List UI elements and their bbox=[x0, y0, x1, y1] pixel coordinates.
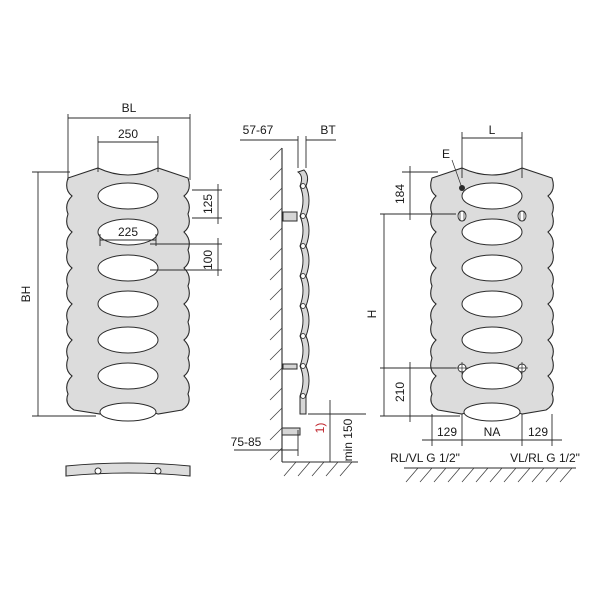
front-view: BL 250 125 225 100 BH bbox=[19, 101, 222, 477]
label-184: 184 bbox=[393, 184, 407, 204]
front-slot bbox=[97, 182, 159, 210]
lower-connection-markers bbox=[456, 362, 528, 374]
label-bt: BT bbox=[320, 123, 336, 137]
side-view: 57-67 BT 75-85 min 150 1) bbox=[231, 123, 366, 477]
side-slot-markers bbox=[300, 183, 306, 399]
label-min150: min 150 bbox=[341, 418, 355, 461]
connection-pipe bbox=[281, 427, 301, 436]
side-radiator-profile bbox=[296, 169, 310, 415]
front-slot bbox=[97, 254, 159, 282]
label-na: NA bbox=[484, 425, 501, 439]
label-left-connection: RL/VL G 1/2" bbox=[390, 451, 460, 465]
connection-view: E L 184 H bbox=[365, 123, 580, 483]
label-e: E bbox=[442, 147, 450, 161]
bottom-connection-marker bbox=[94, 467, 102, 475]
front-slots bbox=[97, 182, 159, 422]
front-slot bbox=[97, 290, 159, 318]
label-right-connection: VL/RL G 1/2" bbox=[510, 451, 580, 465]
label-210: 210 bbox=[393, 382, 407, 402]
front-bottom-edge-view bbox=[65, 462, 191, 477]
connection-slots bbox=[461, 182, 523, 422]
upper-connection-markers bbox=[457, 210, 527, 222]
lower-wall-bracket bbox=[282, 363, 298, 370]
label-bh: BH bbox=[19, 286, 33, 303]
front-slot bbox=[99, 402, 157, 422]
label-225: 225 bbox=[118, 225, 138, 239]
right-floor-hatch bbox=[405, 467, 573, 483]
label-l: L bbox=[489, 123, 496, 137]
front-slot bbox=[97, 362, 159, 390]
label-129-right: 129 bbox=[528, 425, 548, 439]
front-slot bbox=[97, 326, 159, 354]
label-7585: 75-85 bbox=[231, 435, 262, 449]
bottom-connection-marker bbox=[154, 467, 162, 475]
floor-hatch bbox=[283, 461, 353, 477]
upper-wall-bracket bbox=[282, 211, 298, 222]
label-bl: BL bbox=[122, 101, 137, 115]
label-h: H bbox=[365, 310, 379, 319]
label-5767: 57-67 bbox=[243, 123, 274, 137]
label-125: 125 bbox=[201, 194, 215, 214]
label-100: 100 bbox=[201, 250, 215, 270]
label-250: 250 bbox=[118, 127, 138, 141]
wall-hatch bbox=[269, 147, 283, 461]
label-129-left: 129 bbox=[437, 425, 457, 439]
label-note1: 1) bbox=[313, 423, 327, 434]
front-slot bbox=[97, 218, 159, 246]
